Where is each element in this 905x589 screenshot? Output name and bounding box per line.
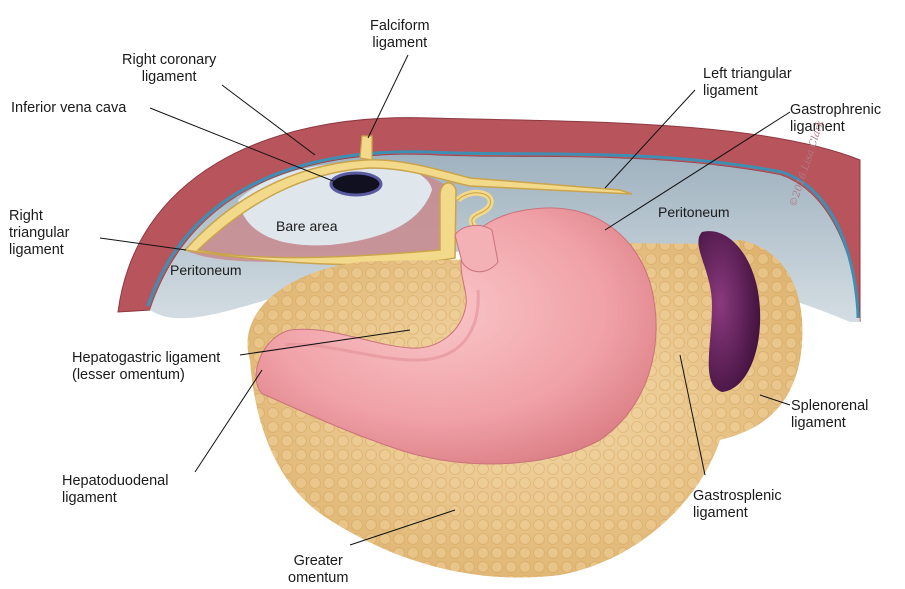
label-line: Gastrosplenic (693, 488, 782, 505)
label-line: ligament (122, 69, 216, 86)
label-line: Inferior vena cava (11, 100, 126, 117)
falciform-ligament-stalk (360, 136, 372, 160)
label-line: ligament (370, 35, 430, 52)
label-line: Falciform (370, 18, 430, 35)
leader-hepatoduodenal (195, 370, 262, 472)
label-line: omentum (288, 570, 348, 587)
label-greater-omentum: Greater omentum (288, 553, 348, 587)
region-peritoneum-right: Peritoneum (658, 204, 730, 220)
label-line: Right (9, 208, 69, 225)
label-left-triangular-ligament: Left triangular ligament (703, 66, 792, 100)
label-line: ligament (62, 490, 168, 507)
label-line: Hepatogastric ligament (72, 350, 220, 367)
label-line: ligament (790, 119, 881, 136)
label-line: ligament (693, 505, 782, 522)
label-hepatoduodenal-ligament: Hepatoduodenal ligament (62, 473, 168, 507)
label-line: ligament (9, 242, 69, 259)
region-peritoneum-left: Peritoneum (170, 262, 242, 278)
label-right-coronary-ligament: Right coronary ligament (122, 52, 216, 86)
label-line: Gastrophrenic (790, 102, 881, 119)
label-hepatogastric-ligament: Hepatogastric ligament (lesser omentum) (72, 350, 220, 384)
region-bare-area: Bare area (276, 218, 337, 234)
label-line: ligament (703, 83, 792, 100)
label-line: (lesser omentum) (72, 367, 220, 384)
label-gastrosplenic-ligament: Gastrosplenic ligament (693, 488, 782, 522)
label-right-triangular-ligament: Right triangular ligament (9, 208, 69, 259)
label-line: Hepatoduodenal (62, 473, 168, 490)
label-gastrophrenic-ligament: Gastrophrenic ligament (790, 102, 881, 136)
label-line: ligament (791, 415, 868, 432)
label-line: Greater (288, 553, 348, 570)
label-splenorenal-ligament: Splenorenal ligament (791, 398, 868, 432)
label-line: Left triangular (703, 66, 792, 83)
label-line: Right coronary (122, 52, 216, 69)
label-line: Splenorenal (791, 398, 868, 415)
label-inferior-vena-cava: Inferior vena cava (11, 100, 126, 117)
label-line: triangular (9, 225, 69, 242)
inferior-vena-cava (331, 173, 381, 195)
label-falciform-ligament: Falciform ligament (370, 18, 430, 52)
